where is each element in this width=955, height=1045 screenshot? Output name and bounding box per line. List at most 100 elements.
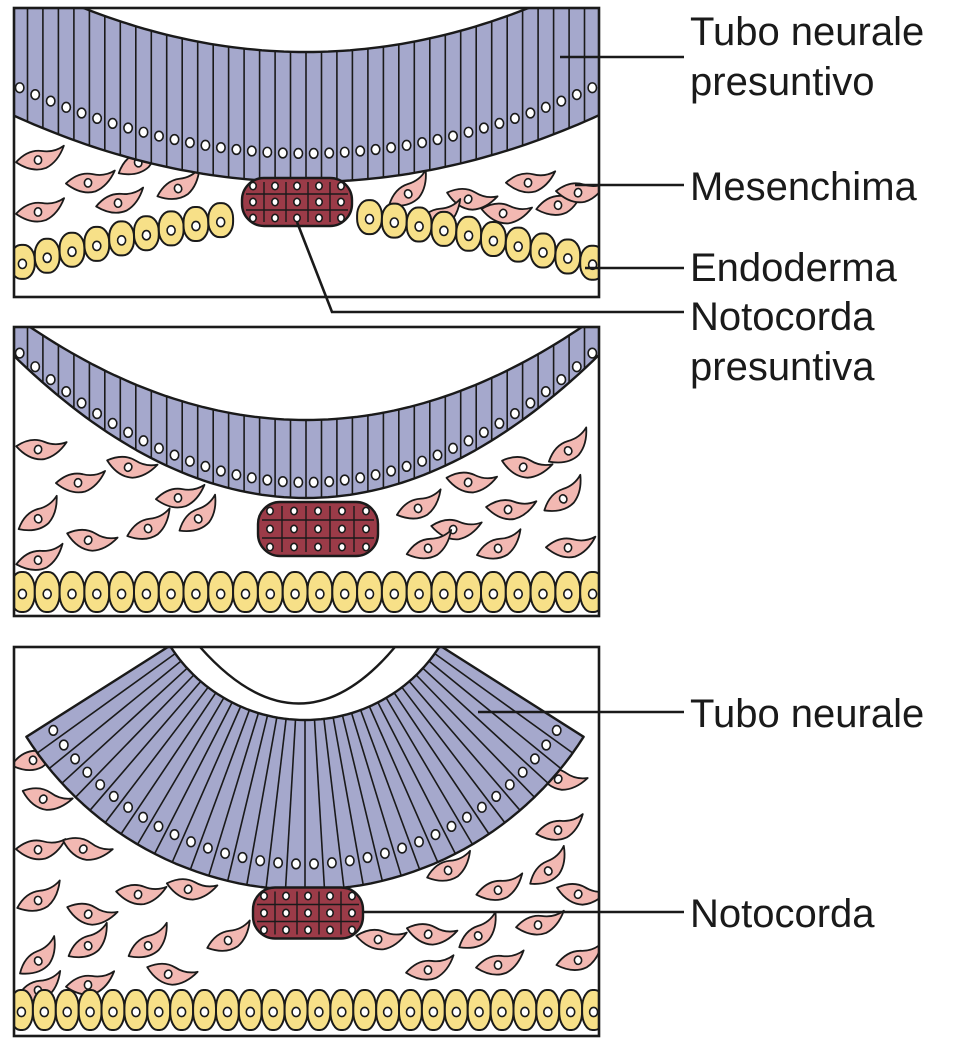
- nucleus: [346, 856, 354, 866]
- mesenchyme-cell: [95, 188, 144, 214]
- nucleus: [272, 182, 278, 189]
- mesenchyme-cell: [123, 508, 175, 543]
- mesenchyme-cell: [452, 912, 505, 954]
- nucleus: [93, 241, 101, 250]
- nucleus: [124, 123, 132, 133]
- nucleus: [31, 90, 39, 100]
- nucleus: [573, 362, 581, 372]
- nucleus: [339, 543, 345, 550]
- nucleus: [62, 387, 70, 397]
- nucleus: [294, 214, 300, 221]
- nucleus: [242, 589, 250, 598]
- nucleus: [217, 589, 225, 598]
- nucleus: [86, 1007, 94, 1016]
- nucleus: [217, 466, 225, 476]
- nucleus: [371, 145, 379, 155]
- nucleus: [204, 843, 212, 853]
- nucleus: [223, 1007, 231, 1016]
- nucleus: [118, 589, 126, 598]
- mesenchyme-cell: [404, 530, 455, 562]
- nucleus: [96, 780, 104, 790]
- nucleus: [84, 981, 91, 989]
- nucleus: [557, 96, 565, 106]
- nucleus: [217, 218, 225, 227]
- mesenchyme-cell: [516, 911, 564, 935]
- nucleus: [519, 767, 527, 777]
- nucleus: [542, 102, 550, 112]
- nucleus: [315, 525, 321, 532]
- nucleus: [415, 837, 423, 847]
- nucleus: [349, 909, 355, 916]
- nucleus: [114, 199, 122, 208]
- mesenchyme-cell: [13, 880, 65, 915]
- mesenchyme-cell: [16, 198, 64, 222]
- nucleus: [316, 214, 322, 221]
- nucleus: [186, 138, 194, 148]
- nucleus: [514, 242, 522, 251]
- nucleus: [118, 236, 126, 245]
- label-presumptive-notochord-line2: presuntiva: [690, 345, 875, 389]
- nucleus: [274, 858, 282, 868]
- nucleus: [261, 926, 267, 933]
- nucleus: [201, 1007, 209, 1016]
- nucleus: [201, 140, 209, 150]
- mesenchyme-cell: [545, 531, 595, 560]
- nucleus: [84, 179, 92, 188]
- nucleus: [328, 858, 336, 868]
- nucleus: [250, 214, 256, 221]
- mesenchyme-cell: [65, 168, 114, 195]
- nucleus: [68, 589, 76, 598]
- nucleus: [267, 543, 273, 550]
- nucleus: [418, 138, 426, 148]
- nucleus: [424, 966, 431, 975]
- nucleus: [494, 961, 501, 969]
- mesenchyme-cell: [535, 814, 585, 841]
- nucleus: [17, 1007, 25, 1016]
- nucleus: [43, 253, 51, 262]
- nucleus: [170, 450, 178, 460]
- nucleus: [248, 473, 256, 483]
- nucleus: [480, 123, 488, 133]
- nucleus: [407, 1007, 415, 1016]
- nucleus: [77, 398, 85, 408]
- nucleus: [124, 802, 132, 812]
- nucleus: [339, 507, 345, 514]
- nucleus: [553, 726, 561, 736]
- nucleus: [178, 1007, 186, 1016]
- nucleus: [283, 909, 289, 916]
- mesenchyme-cell: [114, 876, 166, 910]
- nucleus: [34, 156, 41, 164]
- nucleus: [349, 892, 355, 899]
- nucleus: [315, 507, 321, 514]
- nucleus: [325, 148, 333, 158]
- nucleus: [464, 436, 472, 446]
- nucleus: [155, 131, 163, 141]
- mesenchyme-cell: [444, 463, 497, 500]
- nucleus: [238, 853, 246, 863]
- nucleus: [390, 589, 398, 598]
- nucleus: [402, 462, 410, 472]
- label-presumptive-notochord-line1: Notocorda: [690, 295, 875, 339]
- nucleus: [250, 182, 256, 189]
- nucleus: [294, 182, 300, 189]
- nucleus: [310, 149, 318, 159]
- mesenchyme-cell: [394, 489, 446, 522]
- nucleus: [588, 348, 596, 358]
- nucleus: [292, 1007, 300, 1016]
- mesenchyme-cell: [15, 544, 65, 572]
- nucleus: [573, 90, 581, 100]
- nucleus: [433, 450, 441, 460]
- nucleus: [511, 409, 519, 419]
- mesenchyme-cell: [406, 955, 455, 980]
- nucleus: [261, 909, 267, 916]
- mesenchyme-cell: [14, 431, 66, 465]
- nucleus: [34, 845, 42, 854]
- nucleus: [526, 398, 534, 408]
- nucleus: [440, 226, 448, 235]
- nucleus: [305, 926, 311, 933]
- nucleus: [170, 135, 178, 145]
- nucleus: [310, 859, 318, 869]
- nucleus: [590, 1007, 598, 1016]
- nucleus: [557, 375, 565, 385]
- nucleus: [366, 589, 374, 598]
